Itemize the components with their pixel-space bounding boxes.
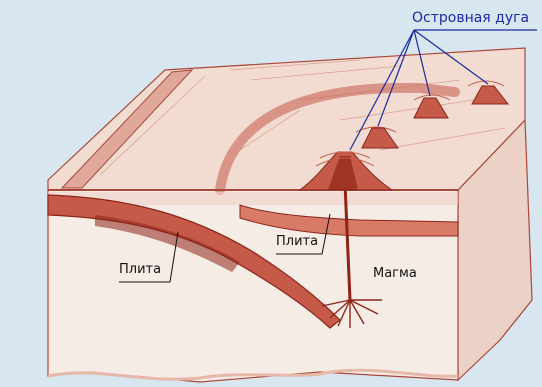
label-plate-left: Плита (119, 262, 161, 277)
label-magma: Магма (373, 266, 417, 281)
label-island-arc: Островная дуга (412, 10, 529, 26)
label-plate-center: Плита (276, 234, 318, 249)
